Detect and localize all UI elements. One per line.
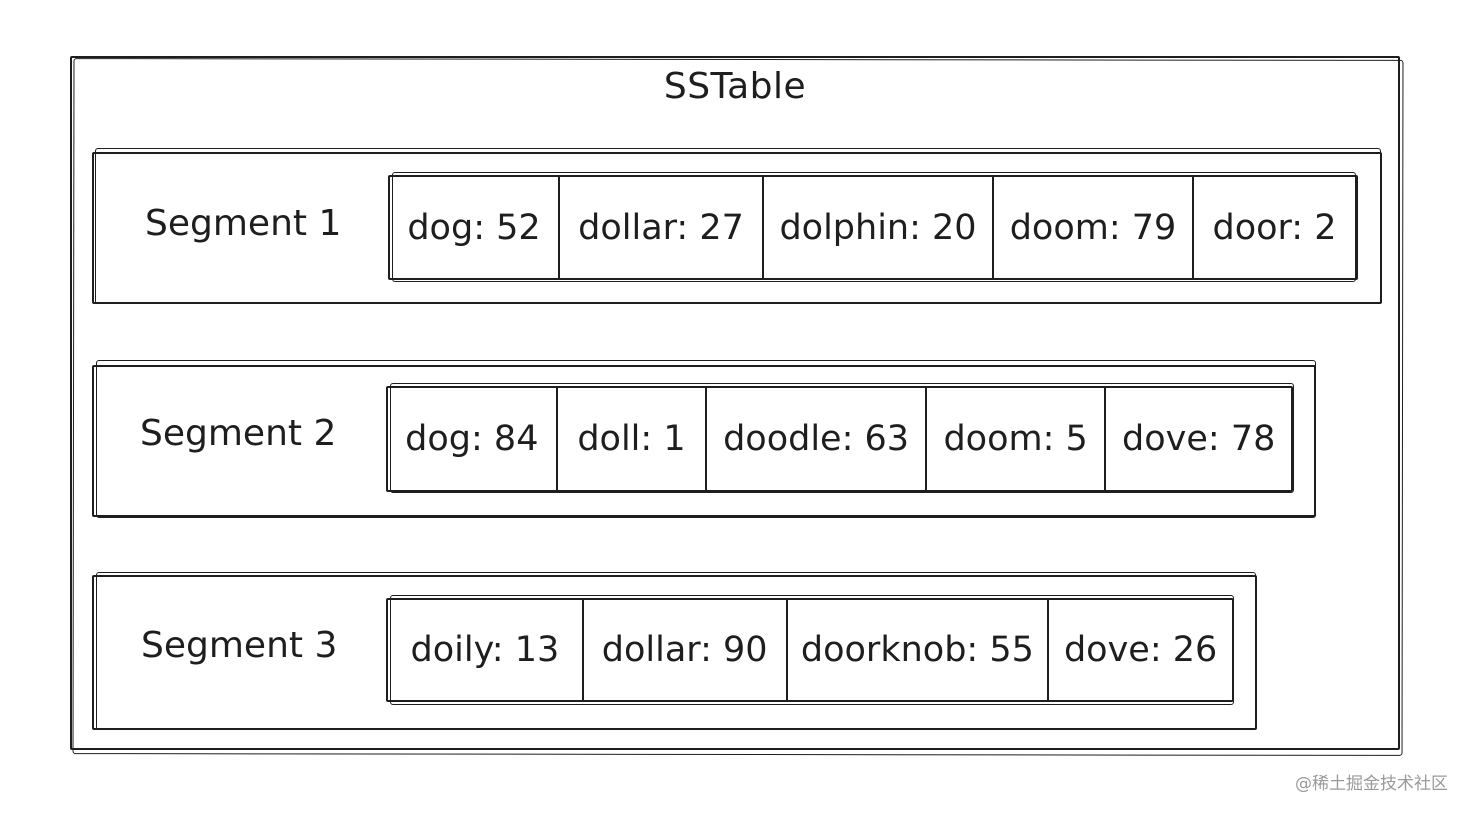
segment-1-entry: dolphin: 20 bbox=[764, 177, 994, 278]
segment-3-entry: dove: 26 bbox=[1063, 630, 1218, 670]
sstable-title: SSTable bbox=[663, 66, 807, 107]
segment-2-entry: doll: 1 bbox=[558, 388, 708, 490]
segment-1-entries: dog: 52 dollar: 27 dolphin: 20 doom: 79 … bbox=[388, 175, 1358, 280]
segment-2-entry: dog: 84 bbox=[388, 388, 558, 490]
segment-2-entry: dove: 78 bbox=[1122, 419, 1276, 459]
segment-2-label: Segment 2 bbox=[140, 413, 337, 454]
sstable-frame bbox=[70, 56, 1400, 750]
segment-3-entry: doily: 13 bbox=[388, 600, 584, 700]
segment-2-entry: doom: 5 bbox=[927, 388, 1107, 490]
segment-2-entry: doodle: 63 bbox=[707, 388, 927, 490]
watermark: @稀土掘金技术社区 bbox=[1295, 774, 1448, 794]
segment-1-cells-outline bbox=[392, 172, 1356, 282]
segment-3-entries: doily: 13 dollar: 90 doorknob: 55 dove: … bbox=[386, 598, 1234, 702]
segment-1-entry: dollar: 27 bbox=[560, 177, 764, 278]
segment-1-label: Segment 1 bbox=[145, 203, 342, 244]
segment-3-label: Segment 3 bbox=[141, 625, 338, 666]
segment-1-entry: door: 2 bbox=[1212, 207, 1337, 248]
segment-3-entry: doorknob: 55 bbox=[788, 600, 1050, 700]
segment-2-box bbox=[92, 365, 1316, 517]
segment-2-entries: dog: 84 doll: 1 doodle: 63 doom: 5 dove:… bbox=[386, 386, 1293, 492]
segment-1-entry: dog: 52 bbox=[390, 177, 560, 278]
segment-1-box bbox=[92, 152, 1382, 304]
segment-2-cells-outline bbox=[390, 383, 1294, 493]
segment-3-box bbox=[92, 575, 1257, 730]
segment-3-entry: dollar: 90 bbox=[584, 600, 788, 700]
segment-1-entry: doom: 79 bbox=[994, 177, 1194, 278]
